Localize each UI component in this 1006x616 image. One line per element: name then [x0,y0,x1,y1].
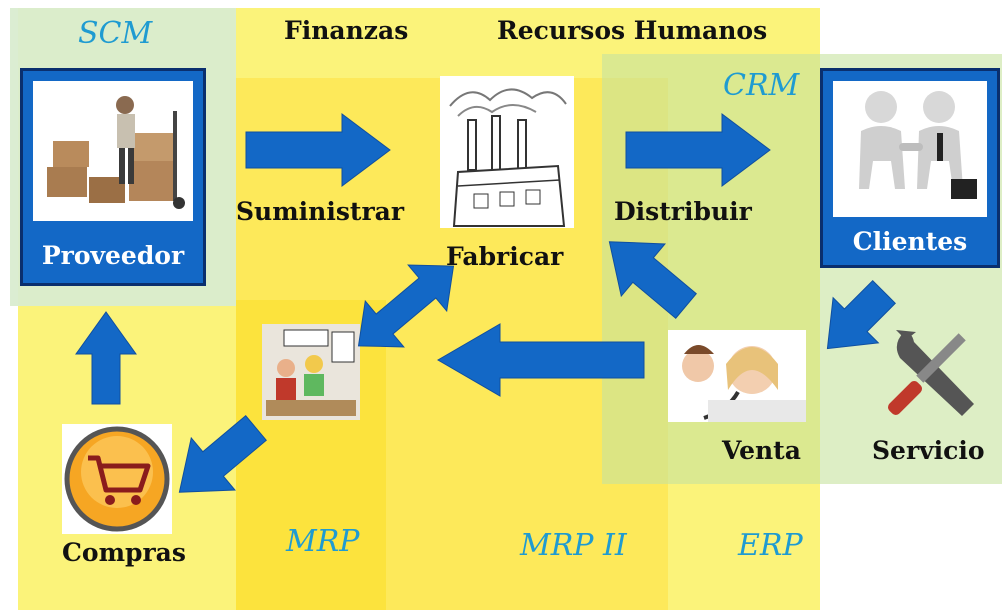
factory-image [440,76,574,228]
planning-meeting-icon [266,329,356,416]
arrow-suministrar [245,113,391,187]
arrow-compras-to-proveedor [75,311,137,405]
arrow-venta-to-fabricar [608,241,697,319]
recursos-humanos-label: Recursos Humanos [497,16,768,45]
fabricar-label: Fabricar [446,242,564,271]
planning-image [262,324,360,420]
proveedor-label: Proveedor [41,241,185,270]
suministrar-label: Suministrar [236,197,405,226]
compras-label: Compras [62,538,186,567]
factory-icon [449,88,567,227]
wrench-screwdriver-icon [887,330,974,416]
erp-label: ERP [738,528,803,563]
venta-label: Venta [722,436,801,465]
sales-agents-image [668,330,806,422]
distribuir-label: Distribuir [614,197,752,226]
handshake-icon [859,91,977,199]
arrow-clientes-to-servicio [826,279,897,350]
clientes-label: Clientes [852,227,968,256]
shopping-cart-image [62,424,172,534]
scm-label: SCM [78,16,153,51]
arrow-distribuir [625,113,771,187]
proveedor-box: Proveedor [20,68,206,286]
shopping-cart-icon [64,426,170,532]
crm-label: CRM [723,68,800,103]
headset-agents-icon [682,345,806,422]
mrp2-label: MRP II [520,528,627,563]
arrow-fabricar-planning-double [357,264,455,348]
arrow-venta-to-planning [437,323,645,397]
servicio-label: Servicio [872,436,985,465]
handshake-image [833,81,987,217]
delivery-boxes-icon [47,96,185,209]
delivery-man-image [33,81,193,221]
finanzas-label: Finanzas [284,16,409,45]
mrp-label: MRP [286,524,360,559]
arrow-planning-to-compras [178,415,267,493]
tools-image [884,318,988,422]
clientes-box: Clientes [820,68,1000,268]
